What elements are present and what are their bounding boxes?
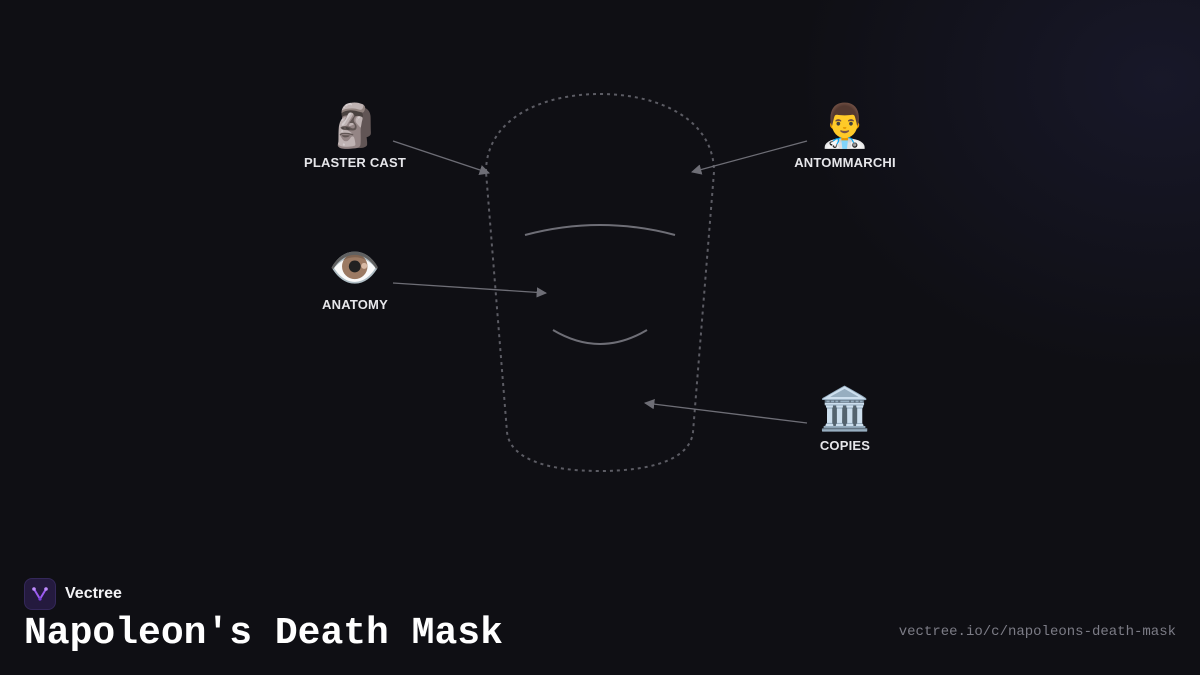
node-label: ANATOMY (322, 297, 388, 312)
node-anatomy: 👁️ ANATOMY (275, 243, 435, 312)
page-title: Napoleon's Death Mask (24, 612, 503, 655)
node-plaster-cast: 🗿 PLASTER CAST (275, 101, 435, 170)
node-label: COPIES (819, 438, 871, 453)
eye-icon: 👁️ (328, 243, 382, 292)
museum-icon: 🏛️ (818, 384, 872, 433)
mask-brow (524, 224, 676, 236)
node-copies: 🏛️ COPIES (765, 384, 925, 453)
page-url[interactable]: vectree.io/c/napoleons-death-mask (898, 624, 1176, 640)
arrow-antommarchi (690, 140, 808, 175)
doctor-icon: 👨‍⚕️ (818, 101, 872, 150)
arrow-plaster-cast (392, 140, 490, 175)
mask-mouth (552, 329, 648, 345)
arrow-copies (643, 398, 808, 424)
node-antommarchi: 👨‍⚕️ ANTOMMARCHI (765, 101, 925, 170)
node-label: PLASTER CAST (303, 155, 407, 170)
mask-outline (484, 92, 716, 473)
node-label: ANTOMMARCHI (794, 155, 896, 170)
moai-icon: 🗿 (328, 101, 382, 150)
arrow-anatomy (392, 282, 548, 298)
brand-name: Vectree (65, 585, 122, 602)
vectree-logo-icon (24, 578, 56, 610)
brand[interactable]: Vectree (24, 577, 122, 611)
